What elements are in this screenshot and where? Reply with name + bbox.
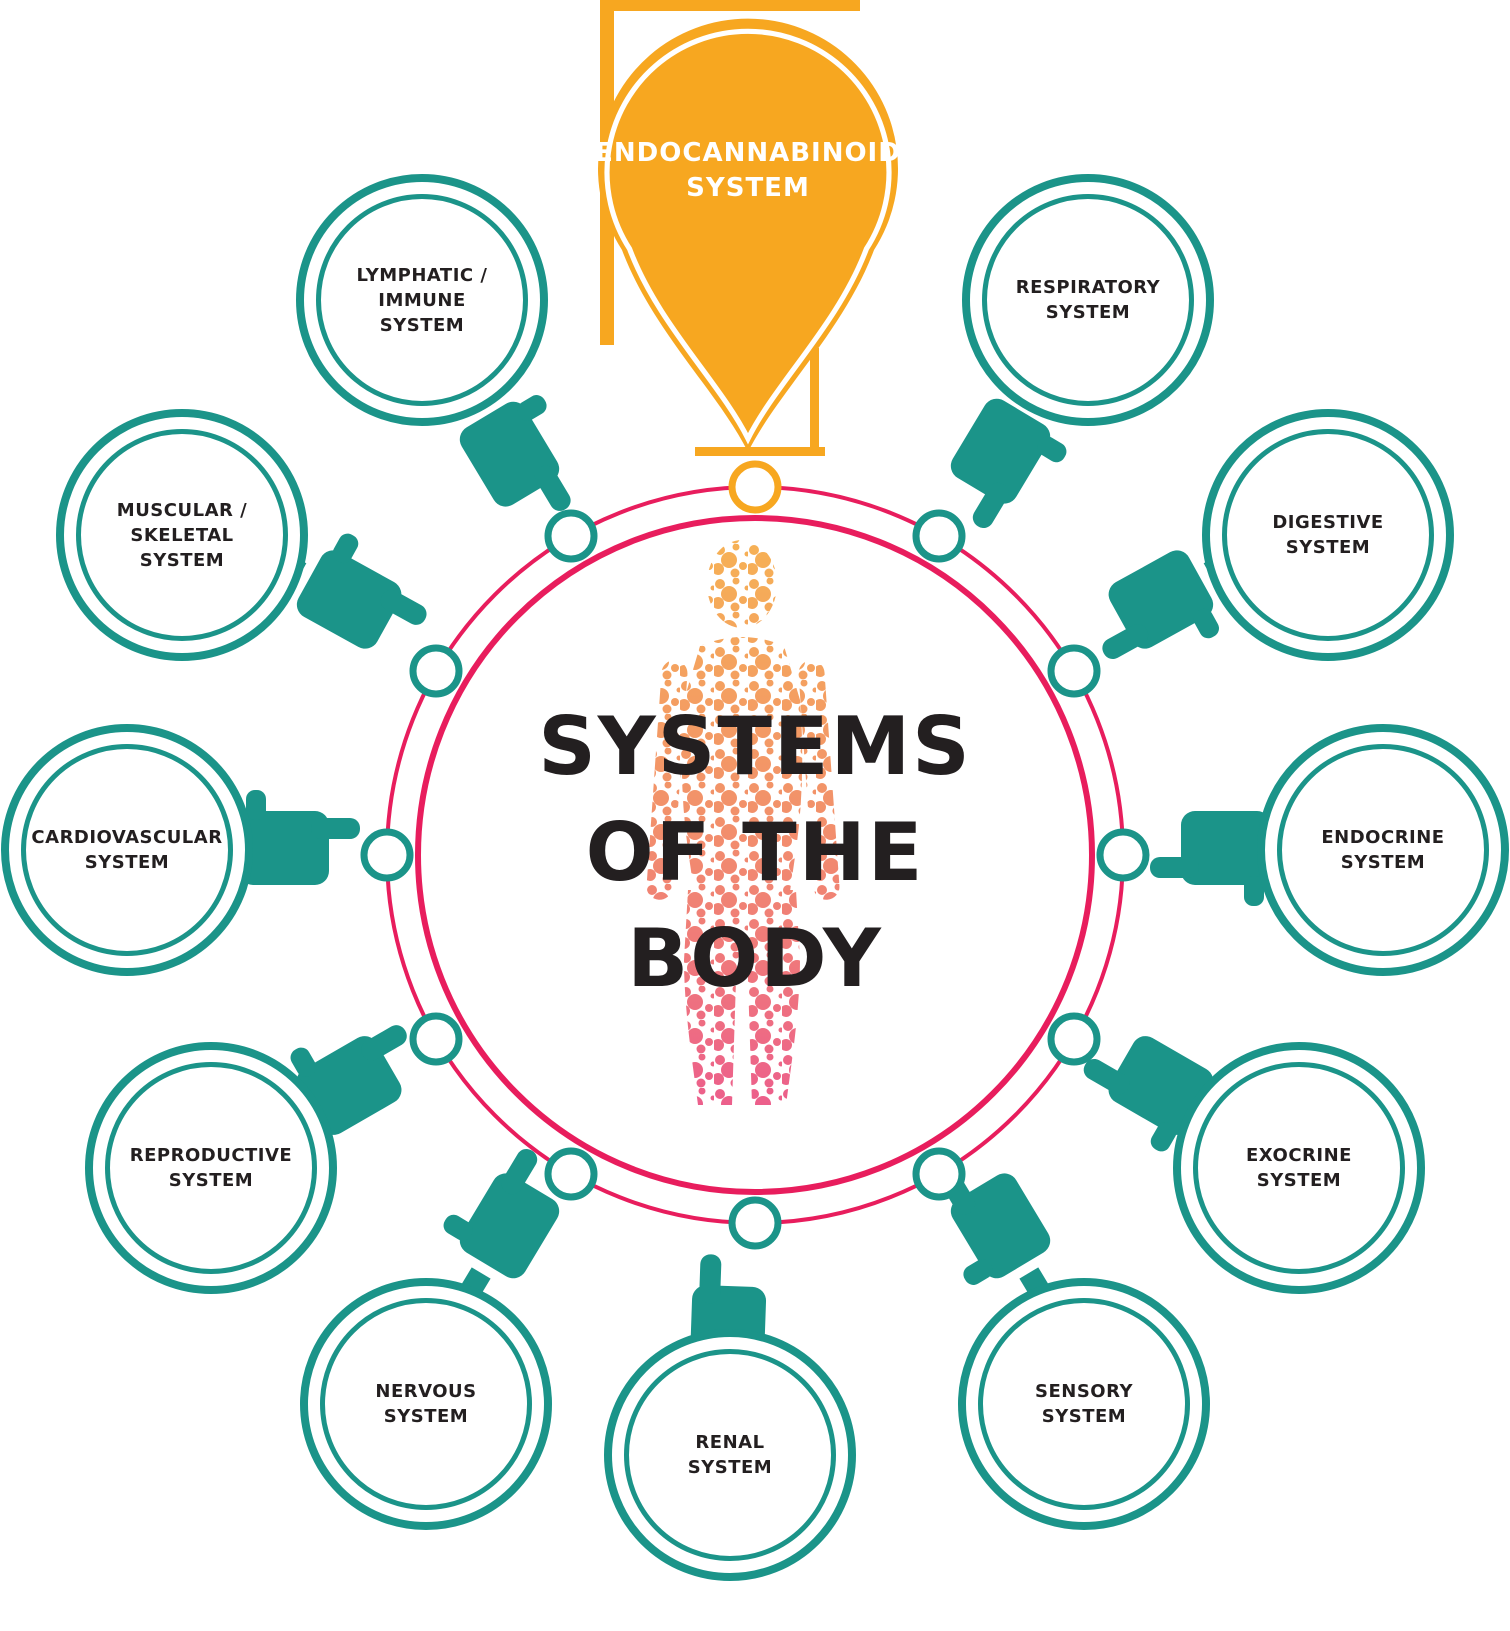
system-circle-inner-ring: EXOCRINE SYSTEM (1193, 1062, 1405, 1274)
system-circle-inner-ring: ENDOCRINE SYSTEM (1277, 744, 1489, 956)
human-body-silhouette (646, 540, 840, 1105)
system-label: LYMPHATIC / IMMUNE SYSTEM (356, 264, 488, 336)
system-circle-sensory: SENSORY SYSTEM (958, 1278, 1210, 1530)
system-circle-inner-ring: NERVOUS SYSTEM (320, 1298, 532, 1510)
connector-dot (544, 509, 598, 563)
connector-dot-endocannabinoid (728, 460, 782, 514)
system-circle-inner-ring: CARDIOVASCULAR SYSTEM (21, 744, 233, 956)
system-circle-muscular-skeletal: MUSCULAR / SKELETAL SYSTEM (56, 409, 308, 661)
system-label: RESPIRATORY SYSTEM (1015, 277, 1161, 323)
connector-dot (360, 828, 414, 882)
system-circle-inner-ring: SENSORY SYSTEM (978, 1298, 1190, 1510)
system-circle-exocrine: EXOCRINE SYSTEM (1173, 1042, 1425, 1294)
connector-dot (912, 1147, 966, 1201)
system-circle-endocrine: ENDOCRINE SYSTEM (1257, 724, 1509, 976)
system-label: EXOCRINE SYSTEM (1246, 1145, 1352, 1191)
center-title: SYSTEMS OF THE BODY (538, 700, 972, 1005)
system-circle-nervous: NERVOUS SYSTEM (300, 1278, 552, 1530)
system-label: REPRODUCTIVE SYSTEM (129, 1145, 293, 1191)
system-circle-lymphatic-immune: LYMPHATIC / IMMUNE SYSTEM (296, 174, 548, 426)
system-circle-digestive: DIGESTIVE SYSTEM (1202, 409, 1454, 661)
endocannabinoid-pin-label: ENDOCANNABINOID SYSTEM (595, 138, 901, 203)
system-circle-inner-ring: REPRODUCTIVE SYSTEM (105, 1062, 317, 1274)
connector-dot (912, 509, 966, 563)
connector-dot (544, 1147, 598, 1201)
system-circle-inner-ring: LYMPHATIC / IMMUNE SYSTEM (316, 194, 528, 406)
connector-dot (409, 644, 463, 698)
system-label: MUSCULAR / SKELETAL SYSTEM (116, 499, 248, 571)
system-circle-cardiovascular: CARDIOVASCULAR SYSTEM (1, 724, 253, 976)
pin-bracket-bottom-right (695, 348, 825, 456)
system-label: RENAL SYSTEM (687, 1432, 773, 1478)
connector-dot (409, 1012, 463, 1066)
connector-dot (728, 1196, 782, 1250)
connector-dot (1096, 828, 1150, 882)
system-circle-inner-ring: RENAL SYSTEM (624, 1349, 836, 1561)
system-label: DIGESTIVE SYSTEM (1272, 512, 1384, 558)
connector-dot (1047, 644, 1101, 698)
system-label: NERVOUS SYSTEM (375, 1381, 477, 1427)
connector-dot (1047, 1012, 1101, 1066)
system-circle-respiratory: RESPIRATORY SYSTEM (962, 174, 1214, 426)
system-circle-inner-ring: DIGESTIVE SYSTEM (1222, 429, 1434, 641)
system-circle-renal: RENAL SYSTEM (604, 1329, 856, 1581)
system-label: SENSORY SYSTEM (1035, 1381, 1133, 1427)
system-circle-reproductive: REPRODUCTIVE SYSTEM (85, 1042, 337, 1294)
center-inner-ring (415, 515, 1095, 1195)
map-pin-marker (598, 18, 899, 452)
system-label: CARDIOVASCULAR SYSTEM (31, 827, 223, 873)
system-circle-inner-ring: RESPIRATORY SYSTEM (982, 194, 1194, 406)
system-circle-inner-ring: MUSCULAR / SKELETAL SYSTEM (76, 429, 288, 641)
system-label: ENDOCRINE SYSTEM (1321, 827, 1445, 873)
